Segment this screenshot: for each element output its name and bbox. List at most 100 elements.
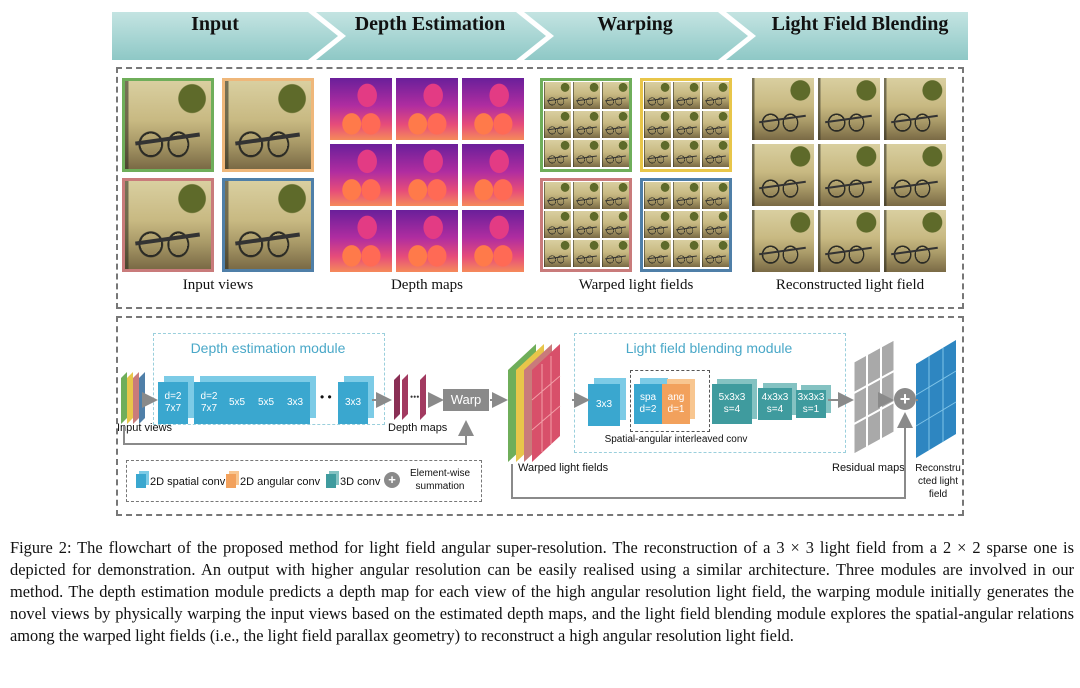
label-depth-maps: Depth maps — [388, 422, 448, 434]
label-input-views: Input views — [117, 422, 173, 434]
stage-depth-estimation: Depth Estimation — [354, 13, 506, 35]
legend-3d-label: 3D conv — [340, 476, 381, 488]
warped-view-tile — [702, 82, 729, 109]
arch-arrows — [123, 392, 918, 499]
reconstructed-view-tile — [818, 144, 880, 206]
label-warped-light-fields: Warped light fields — [518, 462, 609, 474]
reconstructed-view-tile — [884, 144, 946, 206]
blend-conv-3x3: 3x3 — [588, 384, 620, 426]
depth-conv-5: 3x3 — [280, 382, 310, 424]
depth-module-box — [153, 333, 385, 425]
warped-view-tile — [602, 211, 629, 238]
interleaved-label: Spatial-angular interleaved conv — [604, 434, 748, 445]
depth-map-tile — [330, 144, 392, 206]
input-view-4 — [222, 178, 314, 272]
warped-view-tile — [673, 82, 700, 109]
stage-banner — [112, 12, 968, 60]
warped-view-tile — [702, 140, 729, 167]
depth-map-tile — [396, 78, 458, 140]
legend-spatial-swatch — [136, 474, 146, 488]
warped-field-4 — [640, 178, 732, 272]
warped-view-tile — [644, 240, 671, 267]
warped-view-tile — [544, 240, 571, 267]
reconstructed-view-tile — [818, 78, 880, 140]
warped-fields-stack — [508, 344, 561, 462]
legend-angular-swatch — [226, 474, 236, 488]
warped-view-tile — [602, 82, 629, 109]
warped-field-3 — [540, 178, 632, 272]
warped-view-tile — [702, 240, 729, 267]
architecture-panel — [116, 316, 964, 516]
warped-view-tile — [673, 211, 700, 238]
interleaved-box — [630, 370, 710, 432]
warped-view-tile — [573, 111, 600, 138]
label-residual-maps: Residual maps — [832, 462, 905, 474]
input-view-2 — [222, 78, 314, 172]
depth-map-tile — [462, 144, 524, 206]
warped-view-tile — [602, 111, 629, 138]
warped-view-tile — [644, 211, 671, 238]
warped-view-tile — [573, 82, 600, 109]
warped-view-tile — [673, 182, 700, 209]
sum-icon: + — [894, 388, 916, 410]
input-view-3 — [122, 178, 214, 272]
stage-arrow-1 — [112, 12, 338, 60]
svg-text:•••: ••• — [410, 392, 419, 402]
depth-map-tile — [396, 144, 458, 206]
warped-view-tile — [644, 111, 671, 138]
warped-view-tile — [573, 182, 600, 209]
depth-conv-4: 5x5 — [252, 382, 280, 424]
depth-map-tile — [330, 210, 392, 272]
legend-spatial-label: 2D spatial conv — [150, 476, 226, 488]
reconstructed-view-tile — [884, 210, 946, 272]
reconstructed-view-tile — [752, 210, 814, 272]
depth-map-tile — [396, 210, 458, 272]
figure-caption: Figure 2: The flowchart of the proposed … — [10, 538, 1074, 645]
warped-view-tile — [602, 140, 629, 167]
reconstructed-view-tile — [884, 78, 946, 140]
warped-view-tile — [602, 240, 629, 267]
warped-view-tile — [573, 240, 600, 267]
depth-map-tile — [330, 78, 392, 140]
caption-depth-maps: Depth maps — [390, 277, 464, 293]
depth-conv-3: 5x5 — [222, 382, 252, 424]
warped-view-tile — [544, 111, 571, 138]
warped-view-tile — [544, 182, 571, 209]
depth-module-title: Depth estimation module — [190, 340, 346, 356]
warp-box: Warp — [443, 389, 489, 411]
reconstructed-lf — [915, 340, 957, 458]
caption-input-views: Input views — [182, 277, 254, 293]
caption-reconstructed: Reconstructed light field — [775, 277, 925, 293]
legend-3d-swatch — [326, 474, 336, 488]
stage-light-field-blending: Light Field Blending — [771, 13, 949, 35]
warped-view-tile — [673, 140, 700, 167]
stage-arrow-4 — [726, 12, 968, 60]
warped-view-tile — [702, 182, 729, 209]
depth-map-tile — [462, 78, 524, 140]
depth-conv-6: 3x3 — [338, 382, 368, 424]
warped-view-tile — [544, 82, 571, 109]
warped-view-tile — [673, 240, 700, 267]
warped-view-tile — [702, 211, 729, 238]
warped-field-1 — [540, 78, 632, 172]
warped-view-tile — [673, 111, 700, 138]
caption-warped-light-fields: Warped light fields — [578, 277, 694, 293]
warped-view-tile — [644, 140, 671, 167]
warped-view-tile — [544, 140, 571, 167]
stage-input: Input — [191, 13, 239, 35]
reconstructed-view-tile — [752, 78, 814, 140]
warped-view-tile — [573, 140, 600, 167]
reconstructed-view-tile — [752, 144, 814, 206]
stage-warping: Warping — [597, 13, 673, 35]
warped-view-tile — [644, 82, 671, 109]
warped-view-tile — [702, 111, 729, 138]
